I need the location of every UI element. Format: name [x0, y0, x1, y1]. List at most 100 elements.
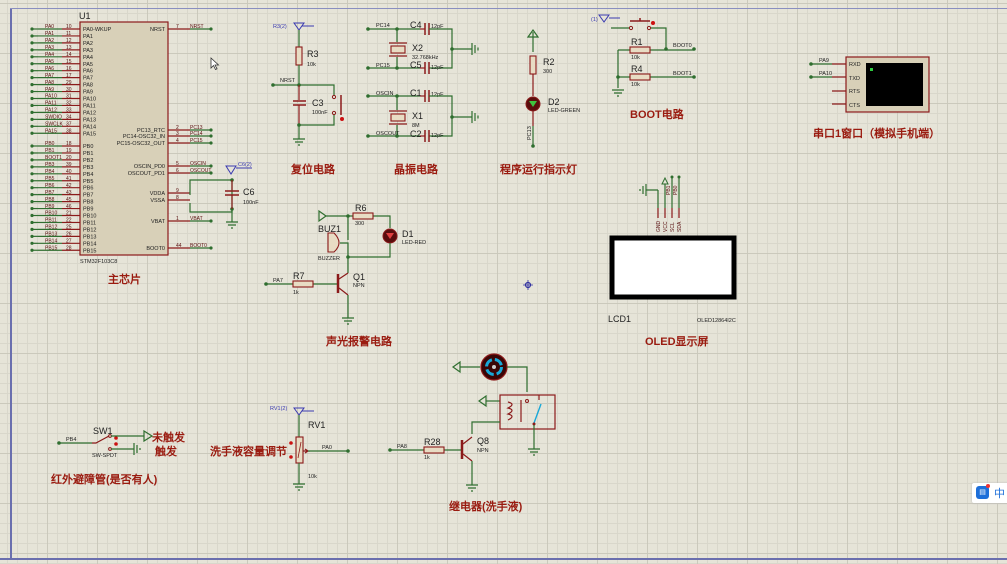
crystal-circuit[interactable]: PC14 C4 12pF X2 32.768kHz PC15 C5 12pF O… [366, 20, 479, 176]
r1-resistor[interactable] [629, 46, 651, 54]
reset-circuit[interactable]: R3(2) R3 10k NRST C3 100nF 复位电路 [271, 22, 344, 176]
r2-resistor[interactable] [529, 55, 537, 75]
r28-resistor[interactable] [423, 446, 445, 454]
motor-icon[interactable] [480, 353, 508, 381]
boot-button[interactable] [628, 18, 655, 31]
alarm-circuit[interactable]: R6 300 D1 LED-RED BUZ1 BUZZER Q1 NPN PA7… [264, 203, 426, 348]
input-method-icon[interactable]: ▤ [976, 486, 989, 499]
run-led-circuit[interactable]: R2 300 D2 LED-GREEN PC13 程序运行指示灯 [500, 28, 580, 176]
relay-circuit[interactable]: Q8 NPN PA8 R28 1k 继电器(洗手液) [388, 353, 556, 513]
buzzer[interactable] [327, 232, 340, 253]
u1-pin-net: SWCLK [45, 122, 63, 128]
c5-ref: C5 [410, 60, 422, 70]
input-method-label[interactable]: 中 [994, 487, 1005, 500]
u1-pin-name: OSCOUT_PD1 [128, 171, 165, 177]
u1-pin-number: 20 [66, 155, 72, 161]
terminal-screen[interactable] [866, 63, 923, 106]
r28-value: 1k [424, 455, 430, 461]
u1-pin-name: PA11 [83, 103, 96, 109]
q8-transistor[interactable] [460, 436, 478, 492]
q1-transistor[interactable] [336, 272, 349, 318]
u1-pin-name: PA5 [83, 62, 93, 68]
uart-pin-rxd: RXD [849, 62, 861, 68]
c6-decoupling[interactable]: C6 100nF C6(2) [189, 162, 259, 229]
oled-title: OLED显示屏 [645, 335, 709, 348]
u1-pin-name: PB6 [83, 186, 93, 192]
r6-resistor[interactable] [352, 212, 374, 220]
uart-terminal[interactable]: PA9 PA10 RXD TXD RTS CTS 串口1窗口（模拟手机端） [809, 56, 940, 140]
relay-body[interactable] [499, 394, 556, 430]
r4-resistor[interactable] [629, 73, 651, 81]
x2-crystal[interactable] [390, 45, 406, 54]
input-method-widget[interactable]: ▤ 中 [972, 483, 1007, 503]
r3-resistor[interactable] [295, 46, 303, 66]
u1-pin-number: 26 [66, 232, 72, 238]
u1-pin-number: 17 [66, 73, 72, 79]
r1-ref: R1 [631, 37, 643, 47]
boot-circuit[interactable]: (1) R1 10k BOOT0 R4 10k BOOT1 BOOT电路 [591, 14, 696, 121]
oled-screen[interactable] [609, 235, 737, 300]
ir-net: PB4 [66, 437, 76, 443]
potentiometer-circuit[interactable]: RV1(2) RV1 PA0 10k 洗手液容量调节 [210, 406, 350, 491]
u1-pin-number: 10 [66, 24, 72, 30]
q1-value: NPN [353, 283, 365, 289]
u1-pin-number: 8 [176, 195, 179, 201]
x1-crystal[interactable] [390, 113, 406, 122]
u1-pin-number: 7 [176, 24, 179, 30]
oled-display[interactable]: PB1 PB0 GND VCC SCL SDA LCD1 OLED12864I2… [608, 175, 737, 349]
reset-button[interactable] [331, 94, 344, 121]
ir-sensor-circuit[interactable]: PB4 SW1 SW-SPDT 未触发 触发 红外避障管(是否有人) [51, 426, 186, 486]
u1-body[interactable] [79, 21, 169, 256]
r7-resistor[interactable] [292, 280, 314, 288]
u1-pin-name: PB14 [83, 241, 96, 247]
u1-pin-number: 15 [66, 59, 72, 65]
u1-pin-name: NRST [150, 27, 166, 33]
sw1-switch[interactable] [92, 434, 118, 451]
